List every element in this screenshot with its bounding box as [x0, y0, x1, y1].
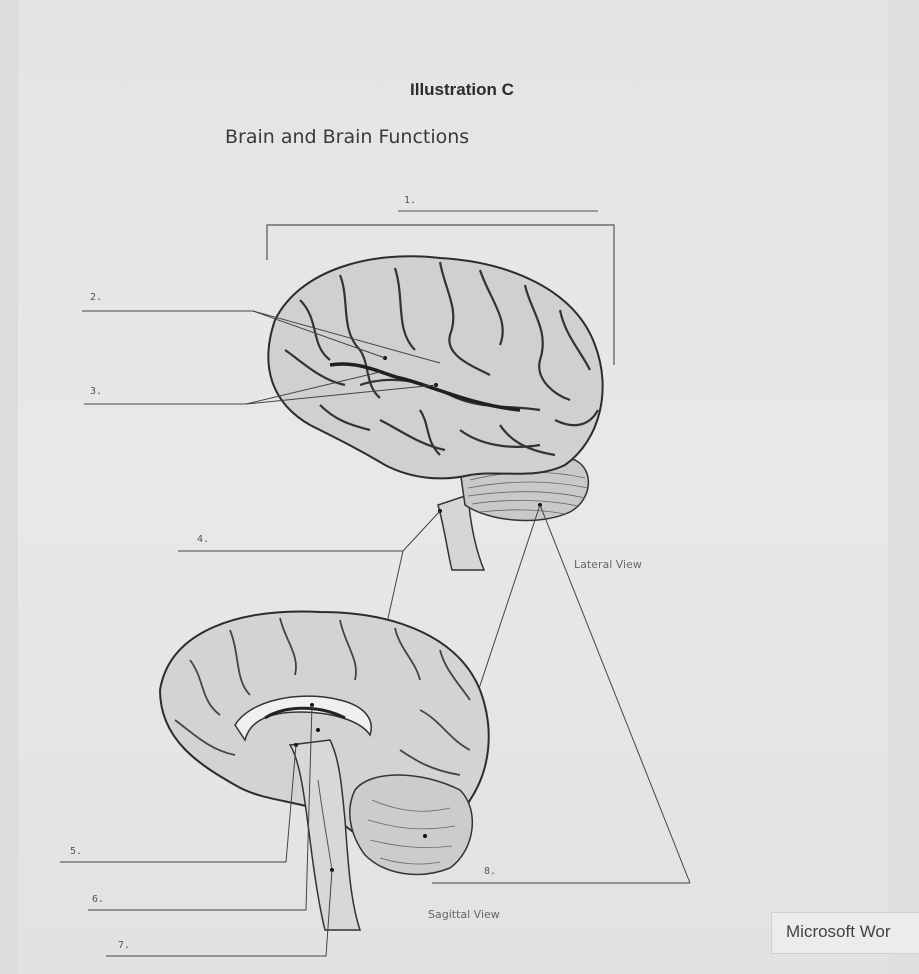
- sagittal-view-label: Sagittal View: [428, 908, 500, 921]
- label-number-7: 7.: [118, 940, 131, 951]
- label-number-4: 4.: [197, 534, 210, 545]
- lateral-view-label: Lateral View: [574, 558, 642, 571]
- label-number-8: 8.: [484, 866, 497, 877]
- label-number-1: 1.: [404, 195, 417, 206]
- taskbar-app-button[interactable]: Microsoft Wor: [771, 912, 919, 954]
- sagittal-brain: [158, 610, 490, 931]
- label-number-3: 3.: [90, 386, 103, 397]
- label-number-5: 5.: [70, 846, 83, 857]
- bracket-1: [266, 224, 615, 365]
- label-number-2: 2.: [90, 292, 103, 303]
- document-subtitle: Brain and Brain Functions: [225, 126, 470, 148]
- taskbar-app-label: Microsoft Wor: [786, 922, 891, 941]
- document-title: Illustration C: [410, 80, 514, 99]
- lateral-brain: [267, 255, 604, 571]
- label-number-6: 6.: [92, 894, 105, 905]
